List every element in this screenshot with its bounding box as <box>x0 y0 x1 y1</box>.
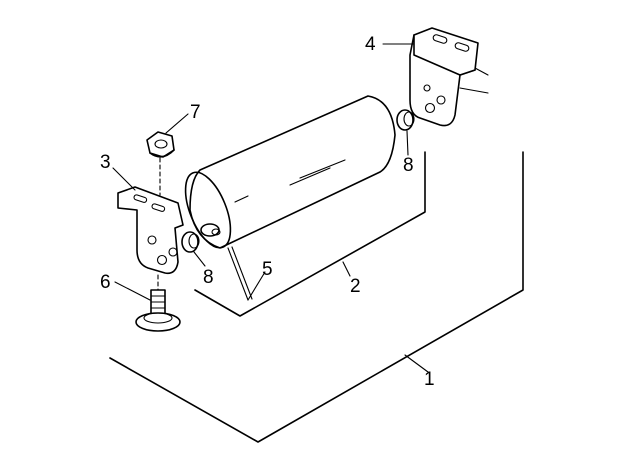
part-6-bolt <box>135 289 181 332</box>
part-8-fitting-left <box>181 231 200 253</box>
callout-1: 1 <box>424 369 435 390</box>
part-5-pin <box>227 246 266 301</box>
part-7-nut <box>146 131 175 158</box>
callout-2: 2 <box>350 276 361 297</box>
callout-4: 4 <box>365 34 376 55</box>
part-8-fitting-right <box>396 109 415 131</box>
callout-8-left: 8 <box>203 267 214 288</box>
callout-3: 3 <box>100 152 111 173</box>
part-2-outline <box>194 151 426 317</box>
callout-7: 7 <box>190 102 201 123</box>
callout-6: 6 <box>100 272 111 293</box>
callout-8-right: 8 <box>403 155 414 176</box>
part-4-bracket <box>409 27 489 127</box>
assembly-center-lines <box>157 157 161 291</box>
part-3-bracket <box>117 186 184 275</box>
leader-lines <box>112 43 429 373</box>
part-2-receiver-drier <box>184 95 396 249</box>
part-1-frame <box>109 151 524 443</box>
callout-5: 5 <box>262 259 273 280</box>
